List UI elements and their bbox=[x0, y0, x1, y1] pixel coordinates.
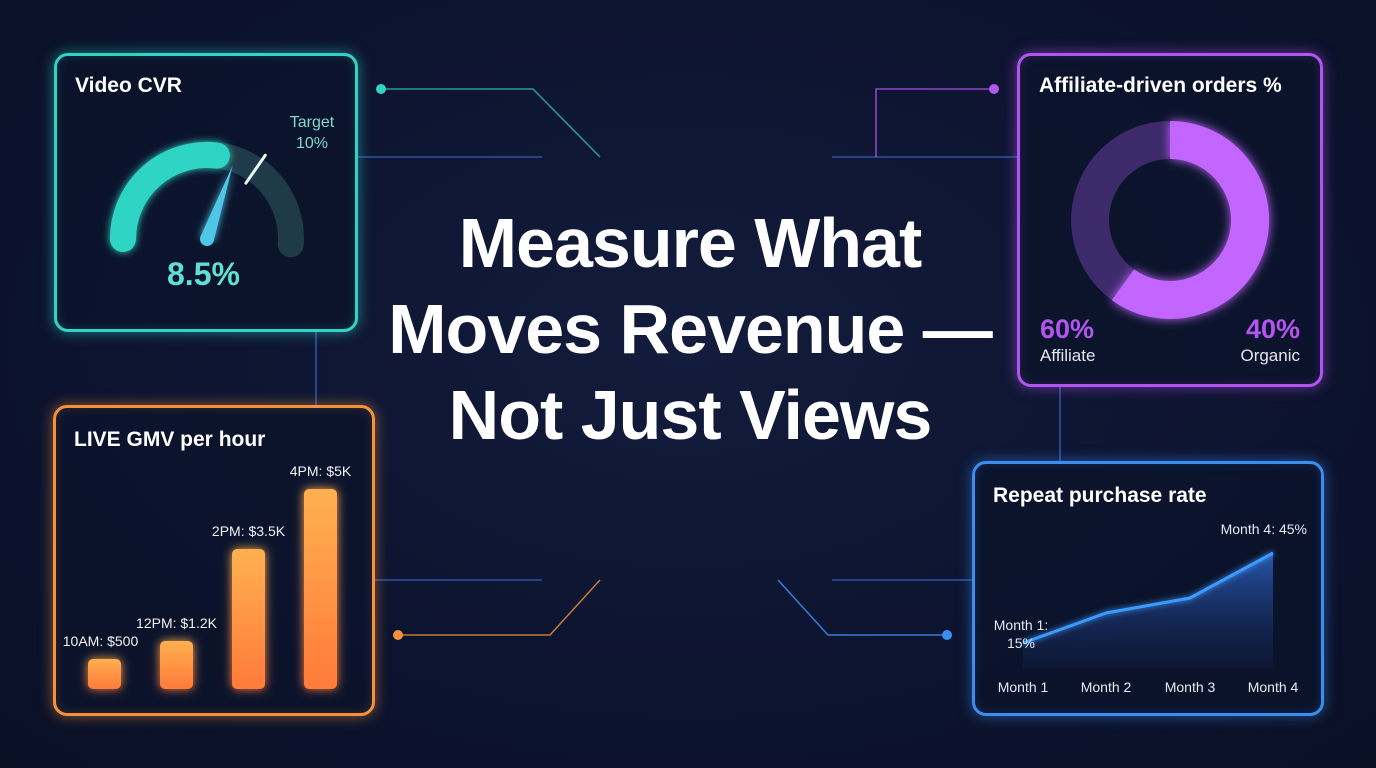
gauge-target-text: Target bbox=[289, 114, 335, 131]
affiliate-label: Affiliate bbox=[1040, 346, 1096, 365]
gauge-value-arc bbox=[110, 142, 230, 252]
gauge-needle-hub bbox=[200, 232, 214, 246]
x-tick-month-2: Month 2 bbox=[1081, 679, 1132, 695]
affiliate-percent: 60% bbox=[1040, 314, 1095, 344]
gauge-target-label: Target 10% bbox=[273, 112, 351, 154]
headline: Measure What Moves Revenue — Not Just Vi… bbox=[360, 200, 1020, 458]
x-tick-month-3: Month 3 bbox=[1165, 679, 1216, 695]
repeat-purchase-title: Repeat purchase rate bbox=[993, 484, 1207, 507]
bar-2pm bbox=[232, 549, 265, 689]
area-chart: Month 1 Month 2 Month 3 Month 4 Month 1: 15% M… bbox=[994, 521, 1307, 695]
connector-orange bbox=[398, 579, 601, 636]
bar-10am bbox=[88, 659, 121, 689]
organic-percent: 40% bbox=[1245, 314, 1300, 344]
headline-line-2: Moves Revenue — bbox=[388, 290, 993, 368]
donut-slice-organic bbox=[1071, 121, 1171, 301]
connector-node-teal bbox=[376, 84, 386, 94]
connector-teal-upper bbox=[381, 88, 601, 158]
live-gmv-card: LIVE GMV per hour 10AM: $500 12PM: $1.2K 2… bbox=[53, 405, 375, 716]
bar-label-2pm: 2PM: $3.5K bbox=[212, 523, 286, 539]
video-cvr-title: Video CVR bbox=[75, 74, 182, 97]
area-line bbox=[1022, 551, 1274, 645]
connector-node-purple bbox=[989, 84, 999, 94]
bar-chart: 10AM: $500 12PM: $1.2K 2PM: $3.5K 4PM: $5K bbox=[63, 463, 352, 689]
bar-label-12pm: 12PM: $1.2K bbox=[136, 615, 218, 631]
affiliate-orders-title: Affiliate-driven orders % bbox=[1039, 74, 1282, 97]
annotation-month1-line2: 15% bbox=[1007, 635, 1035, 651]
bar-12pm bbox=[160, 641, 193, 689]
area-fill bbox=[1023, 553, 1273, 668]
annotation-month4: Month 4: 45% bbox=[1221, 521, 1307, 537]
gauge-target-tick bbox=[244, 153, 267, 185]
bar-4pm bbox=[304, 489, 337, 689]
bar-label-10am: 10AM: $500 bbox=[63, 633, 139, 649]
live-gmv-title: LIVE GMV per hour bbox=[74, 428, 266, 451]
bar-label-4pm: 4PM: $5K bbox=[290, 463, 352, 479]
video-cvr-card: Video CVR Target 10% 8.5% bbox=[54, 53, 358, 332]
organic-label: Organic bbox=[1240, 346, 1300, 365]
headline-line-3: Not Just Views bbox=[448, 376, 933, 454]
donut-slice-affiliate bbox=[1111, 121, 1270, 319]
x-tick-month-1: Month 1 bbox=[998, 679, 1049, 695]
headline-line-1: Measure What bbox=[458, 204, 923, 282]
connector-node-blue bbox=[942, 630, 952, 640]
connector-node-orange bbox=[393, 630, 403, 640]
gauge-target-value: 10% bbox=[295, 135, 329, 152]
gauge-chart bbox=[109, 141, 304, 258]
connector-blue bbox=[777, 579, 947, 636]
donut-chart bbox=[1071, 121, 1270, 319]
gauge-value: 8.5% bbox=[167, 256, 240, 292]
connector-purple bbox=[875, 88, 994, 157]
x-tick-month-4: Month 4 bbox=[1248, 679, 1299, 695]
gauge-needle bbox=[200, 165, 233, 242]
affiliate-orders-card: Affiliate-driven orders % 60% Affiliate … bbox=[1017, 53, 1323, 387]
annotation-month1-line1: Month 1: bbox=[994, 617, 1048, 633]
